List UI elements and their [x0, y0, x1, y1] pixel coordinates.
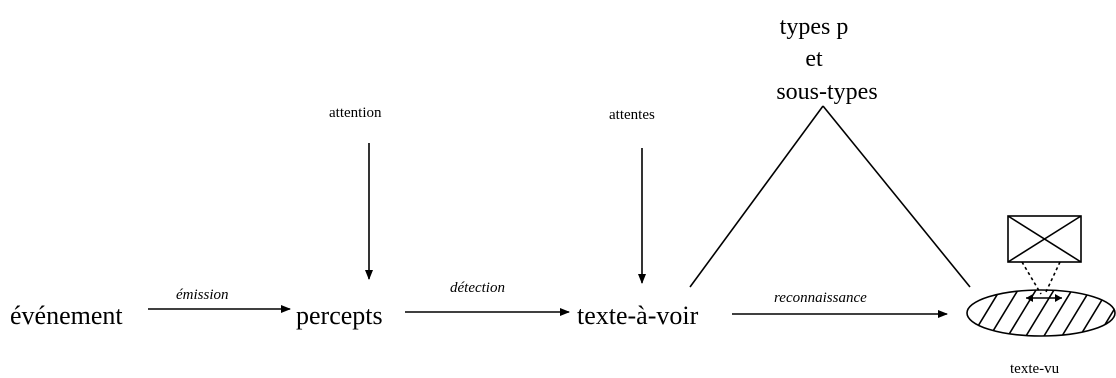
label-emission: émission	[176, 287, 229, 303]
types-line-2: et	[805, 46, 823, 72]
triangle-right-line	[822, 105, 971, 288]
triangle-left-line	[689, 105, 824, 288]
node-texte-a-voir: texte-à-voir	[577, 301, 699, 330]
viewer-box	[1007, 215, 1082, 295]
node-evenement: événement	[10, 301, 123, 330]
node-texte-vu: texte-vu	[1010, 361, 1060, 377]
label-detection: détection	[450, 280, 505, 296]
types-line-3: sous-types	[776, 79, 877, 105]
label-attention: attention	[329, 105, 382, 121]
node-percepts: percepts	[296, 301, 383, 330]
types-line-1: types p	[780, 14, 849, 40]
label-reconnaissance: reconnaissance	[774, 290, 867, 306]
texte-vu-shape	[966, 289, 1116, 337]
label-attentes: attentes	[609, 107, 655, 123]
